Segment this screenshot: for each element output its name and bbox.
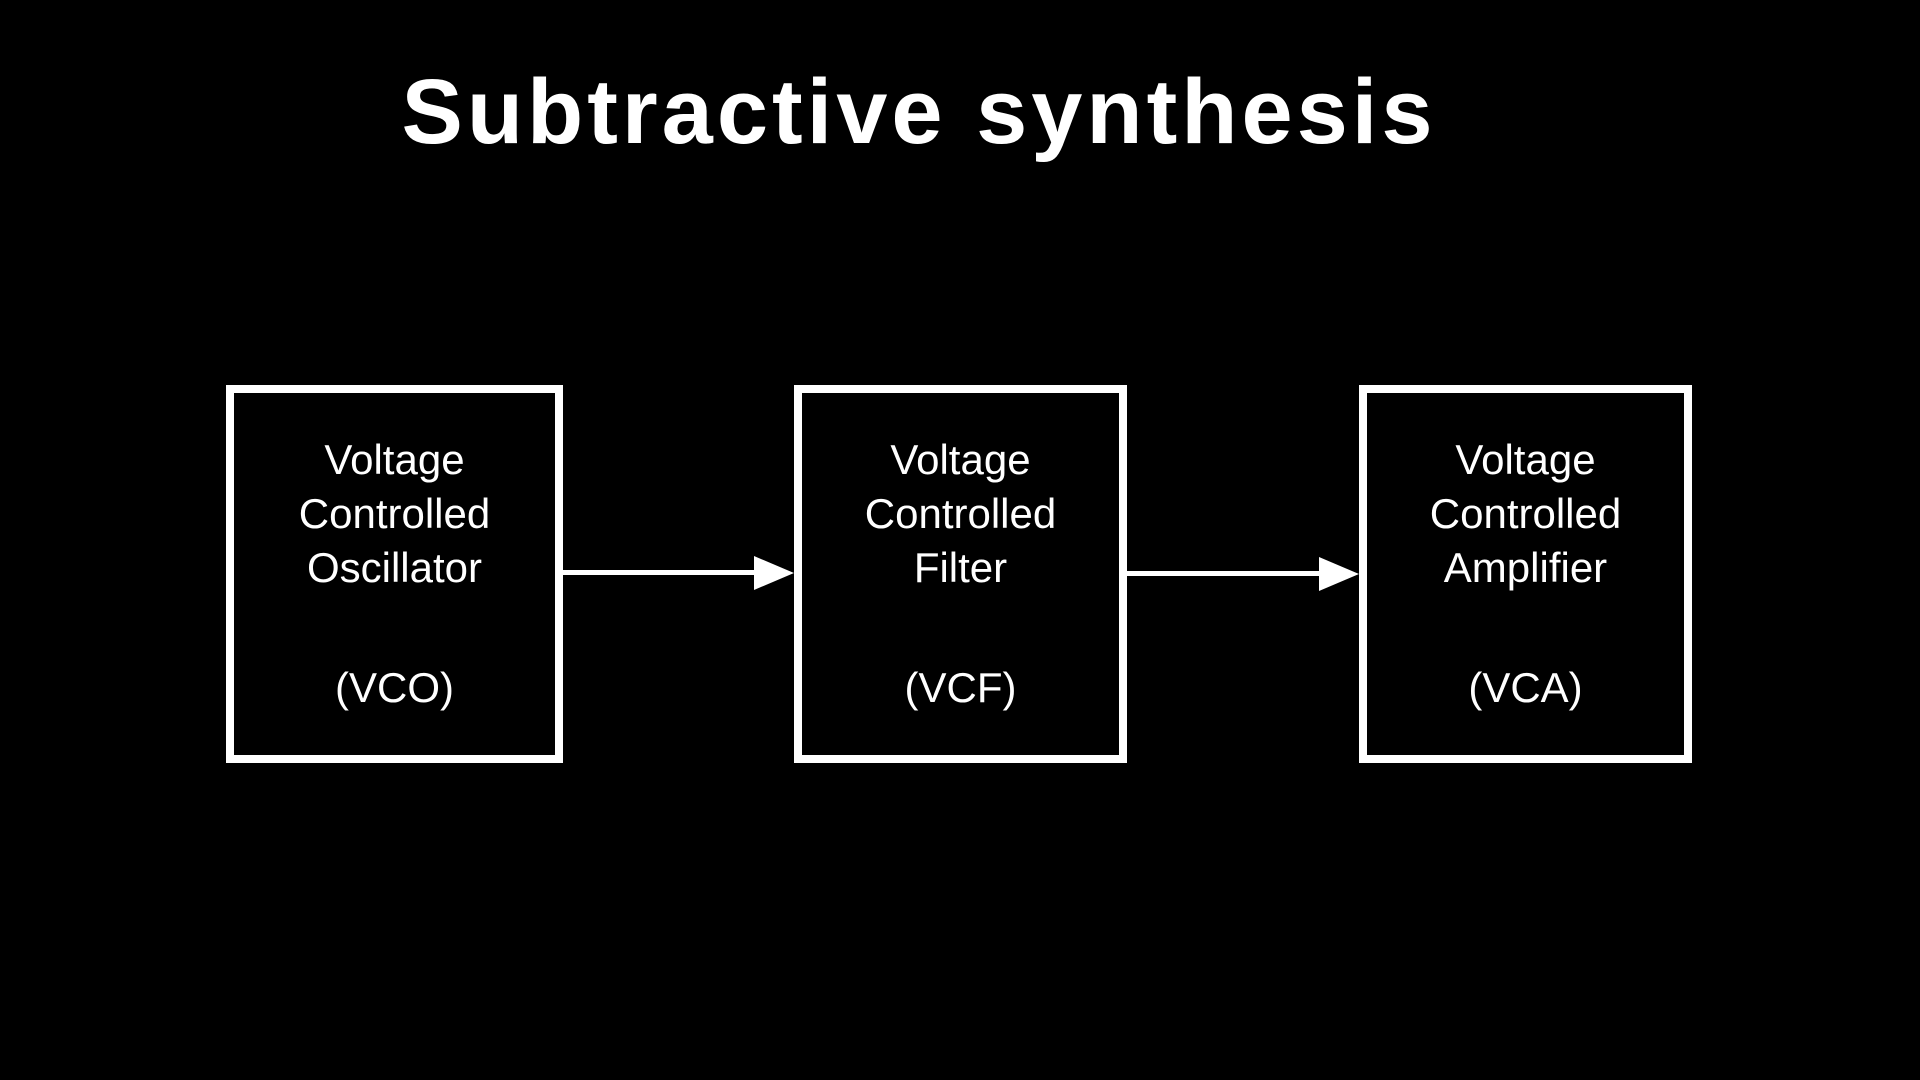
vcf-abbr-label: (VCF) [904, 664, 1017, 711]
vca-box: Voltage Controlled Amplifier (VCA) [1359, 385, 1692, 763]
vcf-name-label: Voltage Controlled Filter [864, 436, 1057, 591]
vco-name-label: Voltage Controlled Oscillator [298, 436, 491, 591]
vco-box: Voltage Controlled Oscillator (VCO) [226, 385, 563, 763]
arrow-line [563, 570, 757, 575]
vco-abbr-label: (VCO) [335, 664, 454, 711]
vca-abbr-label: (VCA) [1468, 664, 1583, 711]
vcf-box: Voltage Controlled Filter (VCF) [794, 385, 1127, 763]
vca-name-label: Voltage Controlled Amplifier [1429, 436, 1622, 591]
slide-title: Subtractive synthesis [401, 61, 1437, 163]
arrowhead-right-icon [754, 556, 794, 590]
arrow-line [1127, 571, 1322, 576]
arrowhead-right-icon [1319, 557, 1359, 591]
